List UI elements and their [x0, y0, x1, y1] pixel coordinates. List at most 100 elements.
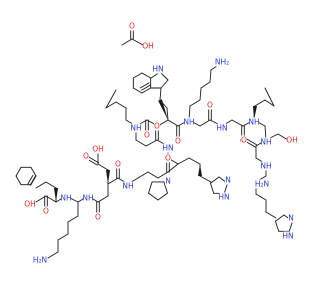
- glycine-link: [145, 139, 158, 147]
- atom-label-background: [283, 231, 293, 241]
- atom-label-indole-nh: HN: [152, 65, 163, 74]
- indole-benzene: [141, 72, 152, 79]
- atom-label-lysine-amine: H₂N: [33, 256, 47, 265]
- atom-label-background: [129, 21, 135, 31]
- atom-label-background: [43, 206, 49, 216]
- atom-label-oxygen: O: [95, 213, 101, 222]
- atom-label-background: [131, 123, 141, 133]
- acetic-bond: [131, 38, 144, 46]
- atom-label-amide-nh: NH: [60, 194, 71, 203]
- atom-label-acid-oh: OH: [24, 200, 36, 209]
- atom-label-amide-nh: NH: [122, 182, 133, 191]
- aromatic: [27, 174, 34, 185]
- trp-side-chain: [159, 87, 162, 101]
- atom-label-background: [61, 193, 71, 203]
- pro-link: [147, 171, 159, 179]
- amide-carbonyl: [246, 138, 258, 146]
- atom-label-oxygen: O: [154, 122, 160, 131]
- atom-label-amide-nh: NH: [82, 194, 93, 203]
- backbone: [231, 119, 244, 127]
- indole-benzene: [141, 87, 152, 94]
- atom-label-oxygen: O: [175, 137, 181, 146]
- lys2-side-chain: [57, 233, 69, 241]
- atom-label-asp-oh: OH: [92, 145, 104, 154]
- lys2-side-chain: [67, 215, 79, 223]
- lys-side-chain: [199, 87, 202, 101]
- atom-label-background: [25, 199, 35, 209]
- atom-label-imidazole-n: N: [225, 176, 231, 185]
- atom-label-proline-n: N: [165, 177, 171, 186]
- atom-label-background: [241, 135, 247, 145]
- imidazole-right: [288, 220, 294, 232]
- lys-side-chain: [200, 81, 211, 89]
- lys-side-chain: [189, 99, 201, 107]
- stereo-wedge-layer: [54, 99, 257, 202]
- indole-benzene: [132, 72, 143, 79]
- atom-label-background: [219, 192, 229, 202]
- imidazole-right: [274, 220, 280, 232]
- atom-label-background: [215, 57, 229, 67]
- atom-label-background: [255, 179, 269, 189]
- atom-label-layer: OOHHNNH₂OOONHHNNHONHOHNHH₂NNHNOONHHNONHN…: [24, 21, 298, 265]
- backbone: [166, 107, 169, 121]
- stereo-wedge: [106, 170, 110, 184]
- stereo-wedge: [54, 188, 58, 202]
- atom-label-amine: NH₂: [215, 58, 229, 67]
- atom-label-background: [83, 151, 89, 161]
- atom-label-oxygen: O: [241, 136, 247, 145]
- aromatic: [141, 84, 151, 91]
- ser-side-chain: [277, 133, 289, 141]
- atom-label-terminal-amine: H₂N: [255, 180, 269, 189]
- imidazole-center: [209, 182, 215, 194]
- imidazole-right: [274, 214, 285, 222]
- atom-label-background: [144, 130, 150, 140]
- his-center: [199, 175, 212, 183]
- lys2-side-chain: [47, 251, 59, 259]
- atom-label-background: [95, 212, 101, 222]
- atom-label-amide-nh: NH: [130, 124, 141, 133]
- phe-side: [45, 181, 57, 189]
- his-center: [188, 157, 201, 165]
- indole-benzene: [132, 87, 143, 94]
- atom-label-background: [33, 255, 47, 265]
- atom-label-background: [115, 159, 121, 169]
- asp-side-chain: [97, 163, 109, 171]
- imidazole-center: [223, 182, 229, 194]
- atom-label-hydroxyl: OH: [142, 42, 154, 51]
- atom-label-background: [143, 41, 153, 51]
- atom-label-background: [261, 137, 271, 147]
- atom-label-amide-nh: NH: [183, 118, 194, 127]
- bond-layer: [15, 27, 294, 259]
- atom-label-background: [154, 121, 160, 131]
- asp-backbone: [107, 177, 119, 185]
- pyrrolidine: [157, 192, 168, 201]
- leu-left: [105, 89, 117, 109]
- atom-label-oxygen: O: [144, 131, 150, 140]
- phe-side: [35, 181, 47, 189]
- pyrrolidine: [163, 181, 168, 194]
- leu-side-chain: [264, 87, 275, 107]
- phenyl-ring: [15, 175, 22, 186]
- atom-label-oxygen: O: [43, 207, 49, 216]
- atom-label-background: [249, 117, 259, 127]
- atom-label-background: [165, 153, 171, 163]
- phenyl-ring: [15, 166, 22, 177]
- atom-label-background: [288, 213, 294, 223]
- atom-label-background: [287, 135, 297, 145]
- molecule-drawing: OOHHNNH₂OOONHHNNHONHOHNHH₂NNHNOONHHNONHN…: [15, 21, 298, 265]
- atom-label-imidazole-hn: HN: [282, 232, 293, 241]
- atom-label-imidazole-n: N: [288, 214, 294, 223]
- asp-backbone: [97, 195, 109, 203]
- lys-side-chain: [209, 69, 212, 83]
- leu-side-chain: [264, 99, 275, 107]
- stereo-wedge: [158, 99, 168, 120]
- pro-link: [157, 171, 169, 179]
- atom-label-background: [165, 176, 171, 186]
- stereo-wedge: [198, 164, 202, 176]
- atom-label-oxygen: O: [83, 152, 89, 161]
- atom-label-background: [225, 175, 231, 185]
- aromatic: [139, 82, 150, 89]
- atom-label-background: [175, 136, 181, 146]
- atom-label-background: [93, 144, 103, 154]
- atom-label-background: [217, 123, 227, 133]
